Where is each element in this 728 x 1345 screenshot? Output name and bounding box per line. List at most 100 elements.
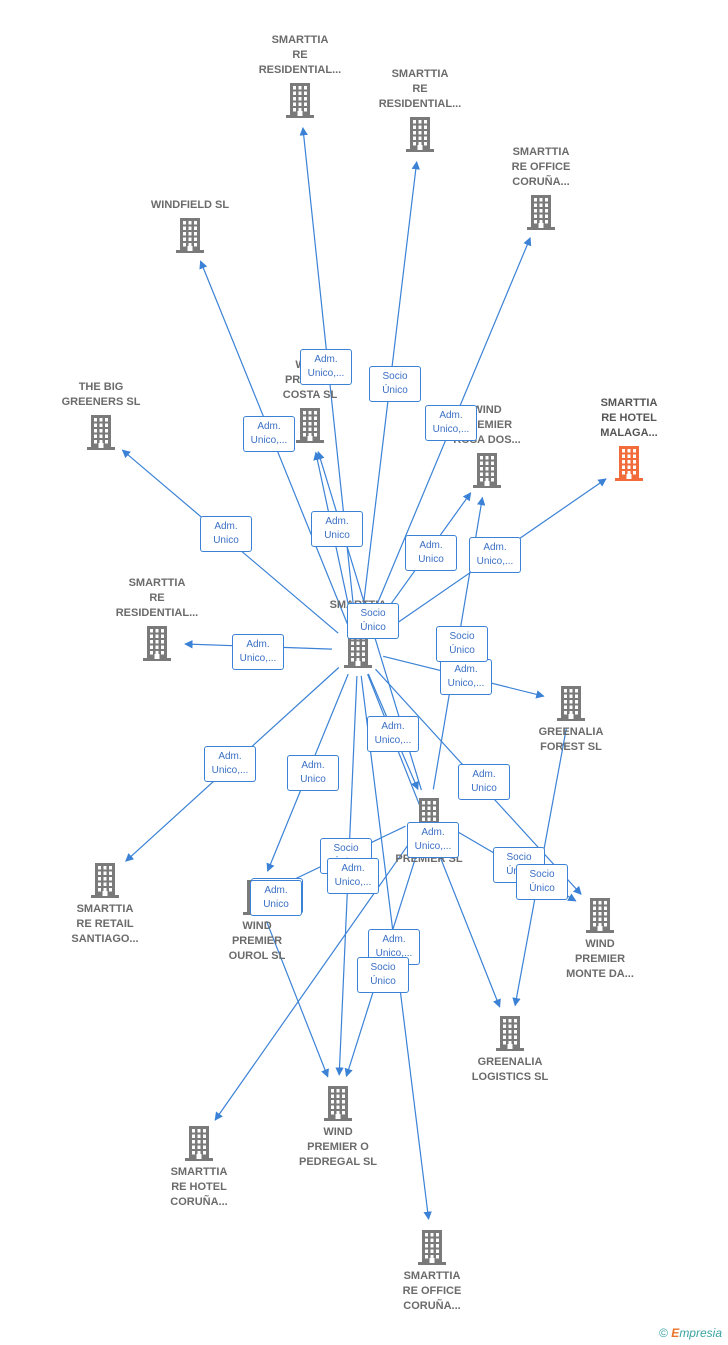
relation-edge — [265, 920, 329, 1078]
building-icon — [324, 1086, 352, 1121]
company-name-line: SMARTTIA — [76, 903, 134, 915]
relation-label-line: Adm. — [439, 410, 463, 421]
company-name-line: LOGISTICS SL — [471, 1071, 549, 1083]
relation-label[interactable]: Adm. Unico — [287, 755, 339, 791]
building-icon — [91, 863, 119, 898]
company-node-sm-retail[interactable]: SMARTTIA RE RETAIL SANTIAGO... — [45, 862, 165, 947]
relation-label[interactable]: Adm.Unico,... — [243, 416, 295, 452]
company-name-line: RE — [412, 83, 428, 95]
relation-label-line: Unico — [300, 774, 326, 785]
copyright-symbol: © — [659, 1326, 668, 1340]
relation-label-line: Socio — [370, 962, 396, 973]
relation-label-line: Adm. — [218, 751, 242, 762]
relation-label-line: Único — [382, 385, 408, 396]
relation-label[interactable]: Adm.Unico — [458, 764, 510, 800]
relation-label[interactable]: Adm.Unico,... — [232, 634, 284, 670]
relation-label-line: Unico,... — [250, 435, 288, 446]
relation-label-line: Adm. — [381, 721, 405, 732]
relation-label-line: Unico,... — [414, 841, 452, 852]
relation-label[interactable]: Adm.Unico — [250, 880, 302, 916]
company-name-line: OUROL SL — [228, 950, 286, 962]
company-name-line: RE — [292, 49, 308, 61]
relation-label-line: Socio — [529, 869, 555, 880]
relation-label[interactable]: Adm.Unico,... — [367, 716, 419, 752]
company-name-line: RE HOTEL — [171, 1181, 227, 1193]
relation-label-line: Adm. — [214, 521, 238, 532]
relation-label-line: Unico — [324, 530, 350, 541]
relation-label-line: Unico — [213, 535, 239, 546]
relation-label-line: Unico,... — [307, 368, 345, 379]
company-name: GREENALIA FOREST SL — [511, 725, 631, 755]
relation-label[interactable]: Adm.Unico,... — [327, 858, 379, 894]
relation-label[interactable]: Adm.Unico — [311, 511, 363, 547]
company-name-line: PEDREGAL SL — [298, 1156, 378, 1168]
relation-label[interactable]: Adm.Unico — [405, 535, 457, 571]
company-node-greenalia-forest[interactable]: GREENALIA FOREST SL — [511, 685, 631, 755]
company-name-line: RE RETAIL — [76, 918, 134, 930]
relation-label[interactable]: Adm.Unico,... — [204, 746, 256, 782]
company-name-line: THE BIG — [78, 381, 124, 393]
relation-label-line: Único — [449, 645, 475, 656]
footer-brand[interactable]: © Empresia — [659, 1326, 722, 1340]
building-icon — [586, 898, 614, 933]
brand-initial: E — [671, 1326, 680, 1340]
company-name-line: PREMIER — [574, 953, 626, 965]
building-icon — [87, 415, 115, 450]
company-name-line: FOREST SL — [540, 741, 602, 753]
company-name-line: MONTE DA... — [566, 968, 634, 980]
building-icon — [418, 1230, 446, 1265]
relation-label[interactable]: Adm.Unico,... — [407, 822, 459, 858]
building-icon — [185, 1126, 213, 1161]
company-name-line: PREMIER O — [307, 1141, 369, 1153]
company-name-line: RESIDENTIAL... — [115, 607, 199, 619]
relation-label[interactable]: Adm.Unico,... — [300, 349, 352, 385]
building-icon — [473, 453, 501, 488]
building-icon — [286, 83, 314, 118]
company-name-line: RE OFFICE — [402, 1285, 462, 1297]
relation-label-line: Adm. — [301, 760, 325, 771]
company-name-line: WIND — [472, 404, 502, 416]
relation-label[interactable]: Adm.Unico,... — [440, 659, 492, 695]
company-name-line: RE HOTEL — [601, 412, 657, 424]
relation-label[interactable]: Adm. Unico — [200, 516, 252, 552]
relation-label-line: Unico,... — [239, 653, 277, 664]
company-name-line: SANTIAGO... — [71, 933, 139, 945]
company-name-line: COSTA SL — [282, 389, 338, 401]
company-name-line: RESIDENTIAL... — [258, 64, 342, 76]
relation-label-line: Único — [360, 622, 386, 633]
company-node-windfield[interactable]: WINDFIELD SL — [130, 198, 250, 253]
relation-label-line: Socio — [449, 631, 475, 642]
relation-label-line: Adm. — [382, 934, 406, 945]
company-name-line: RE — [149, 592, 165, 604]
company-name-line: PREMIER — [231, 935, 283, 947]
relation-label-line: Adm. — [472, 769, 496, 780]
relation-label-line: Unico,... — [432, 424, 470, 435]
company-name-line: CORUÑA... — [403, 1300, 461, 1312]
relation-label[interactable]: Adm.Unico,... — [469, 537, 521, 573]
company-name-line: RE OFFICE — [511, 161, 571, 173]
building-icon — [143, 626, 171, 661]
company-name-line: GREENALIA — [538, 726, 604, 738]
relation-label[interactable]: Adm. Unico,... — [425, 405, 477, 441]
relation-label-line: Unico,... — [447, 678, 485, 689]
brand-name: mpresia — [679, 1326, 722, 1340]
